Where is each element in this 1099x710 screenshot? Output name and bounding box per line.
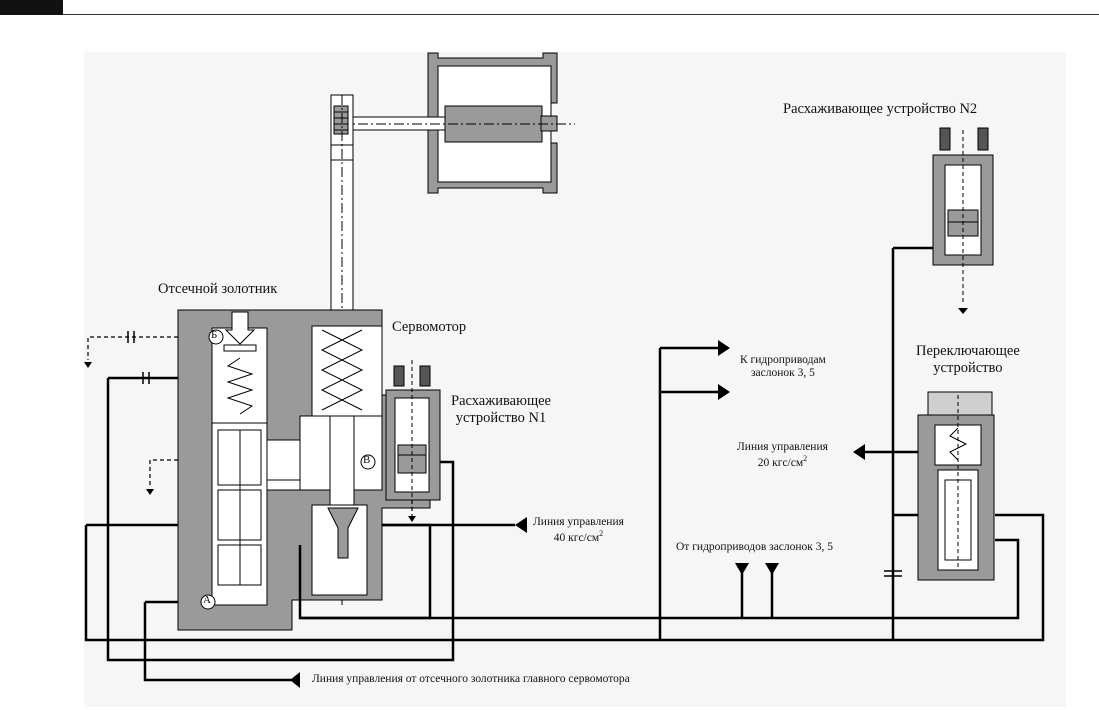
label-control-line-20-line1: Линия управления: [737, 441, 828, 453]
drain-lines: [87, 336, 413, 515]
label-from-actuators: От гидроприводов заслонок 3, 5: [676, 541, 834, 553]
orifice-marks: [127, 331, 902, 577]
label-to-actuators: К гидроприводам заслонок 3, 5: [740, 354, 826, 380]
label-control-line-40-line1: Линия управления: [533, 516, 624, 528]
label-control-line-20: Линия управления 20 кгс/см2: [737, 441, 828, 470]
cutoff-valve-block: [177, 309, 431, 631]
label-cutoff-valve: Отсечной золотник: [158, 281, 278, 297]
label-switching-device-line1: Переключающее: [916, 343, 1020, 359]
drain-arrows: [84, 362, 416, 522]
marker-a: А: [203, 594, 211, 606]
power-cylinder: [340, 52, 575, 194]
label-exercise-device-n1-line1: Расхаживающее: [451, 393, 551, 409]
exercise-device-n1: [385, 360, 441, 520]
label-control-line-40: Линия управления 40 кгс/см2: [533, 516, 624, 545]
label-exercise-device-n1: Расхаживающее устройство N1: [451, 393, 551, 426]
label-to-actuators-line1: К гидроприводам: [740, 354, 826, 366]
marker-v: В: [363, 454, 371, 466]
label-exercise-device-n1-line2: устройство N1: [455, 409, 547, 426]
circle-markers: [200, 329, 376, 610]
label-switching-device: Переключающее устройство: [916, 343, 1020, 376]
label-to-actuators-line2: заслонок 3, 5: [750, 367, 815, 380]
label-control-line-main: Линия управления от отсечного золотника …: [312, 673, 630, 685]
label-switching-device-line2: устройство: [933, 359, 1003, 376]
label-control-line-40-line2: 40 кгс/см2: [553, 529, 604, 545]
line-arrowheads: [290, 340, 865, 688]
hydraulic-lines: [84, 246, 1045, 682]
header-corner-block: [0, 0, 63, 15]
header-rule: [63, 14, 1099, 15]
switching-device: [917, 391, 995, 581]
marker-b: Б: [211, 329, 218, 341]
label-control-line-20-line2: 20 кгс/см2: [757, 454, 808, 470]
label-exercise-device-n2: Расхаживающее устройство N2: [783, 101, 978, 117]
exercise-device-n2: [932, 127, 994, 314]
label-servomotor: Сервомотор: [392, 319, 467, 335]
